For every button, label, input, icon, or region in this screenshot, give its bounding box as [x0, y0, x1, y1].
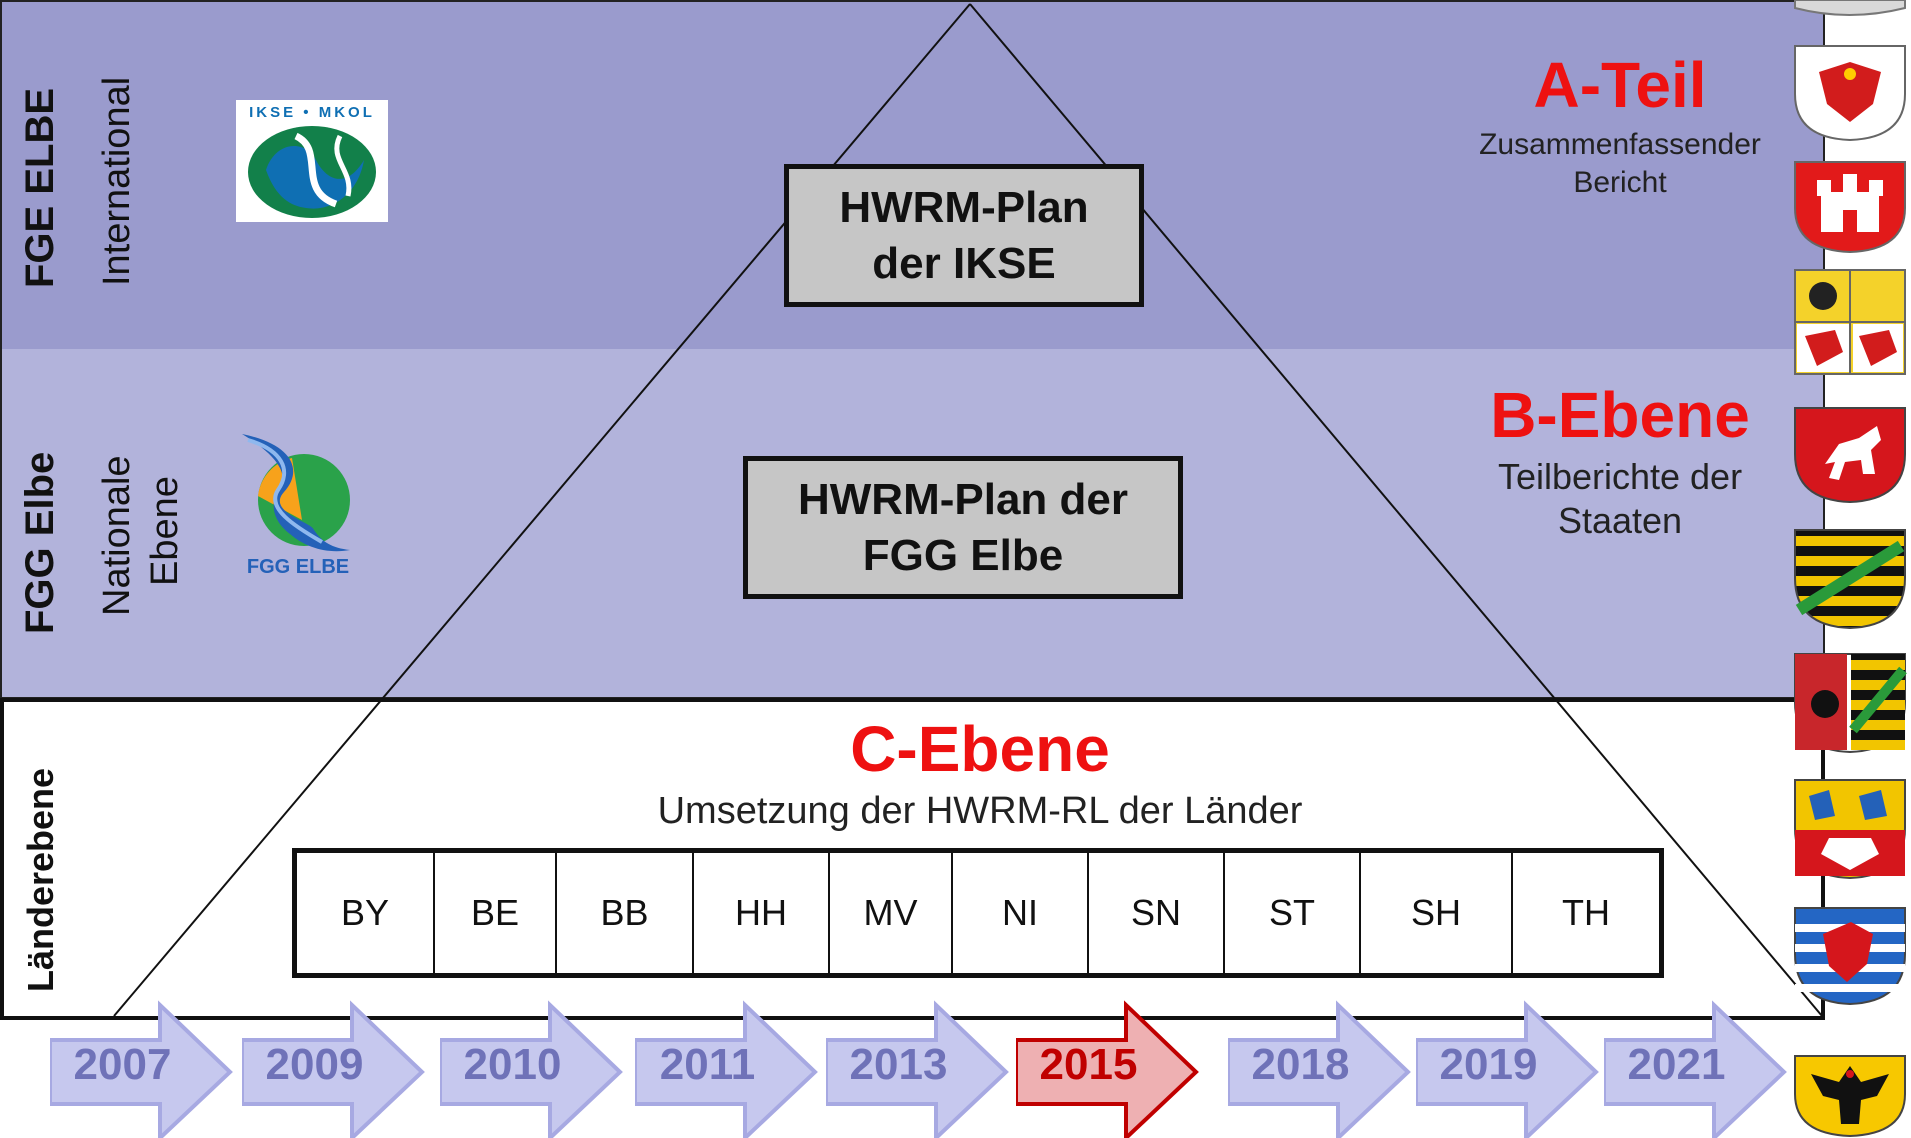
- timeline-year: 2018: [1251, 1040, 1350, 1089]
- timeline-arrow: 2021: [1604, 1000, 1789, 1138]
- fgg-logo: FGG ELBE: [232, 430, 364, 580]
- timeline-year: 2021: [1627, 1040, 1726, 1089]
- level-b-vertical-subtitle-2: Ebene: [144, 476, 186, 586]
- germany-eagle-crest-icon: [1789, 1052, 1911, 1138]
- crest-partial-top: [1789, 0, 1911, 22]
- timeline-arrow: 2013: [826, 1000, 1011, 1138]
- timeline-year: 2011: [659, 1040, 756, 1089]
- timeline-year: 2007: [73, 1040, 172, 1089]
- timeline-arrow: 2007: [50, 1000, 235, 1138]
- state-cell: NI: [953, 853, 1089, 973]
- level-c-subtitle: Umsetzung der HWRM-RL der Länder: [657, 790, 1303, 832]
- timeline-arrow: 2015: [1016, 1000, 1201, 1138]
- level-b-subtitle-1: Teilberichte der: [1497, 456, 1743, 497]
- level-a-vertical-subtitle: International: [96, 76, 138, 286]
- mecklenburg-vorpommern-crest-icon: [1789, 266, 1911, 378]
- thueringen-lion-crest-icon: [1789, 904, 1911, 1006]
- state-cell: TH: [1562, 892, 1610, 933]
- timeline-arrow: 2018: [1228, 1000, 1413, 1138]
- state-cell: SH: [1361, 853, 1513, 973]
- state-cell: BY: [297, 853, 435, 973]
- level-a-title: A-Teil: [1533, 49, 1707, 121]
- state-cell: HH: [694, 853, 830, 973]
- timeline-year: 2010: [463, 1040, 562, 1089]
- state-cell: SN: [1089, 853, 1225, 973]
- ikse-plan-line-2: der IKSE: [872, 238, 1056, 288]
- state-cell: BB: [557, 853, 694, 973]
- fgg-plan-line-2: FGG Elbe: [862, 530, 1064, 580]
- state-cell: MV: [830, 853, 953, 973]
- states-table: BY BE BB HH MV NI SN ST SH TH: [292, 848, 1664, 978]
- level-c-vertical-title: Länderebene: [20, 767, 61, 992]
- fgg-logo-text: FGG ELBE: [246, 556, 350, 578]
- sachsen-crest-icon: [1789, 526, 1911, 630]
- sachsen-anhalt-crest-icon: [1789, 650, 1911, 754]
- timeline-year: 2019: [1439, 1040, 1538, 1089]
- state-cell: ST: [1225, 853, 1361, 973]
- timeline-year: 2013: [849, 1040, 948, 1089]
- timeline-year: 2015: [1039, 1040, 1138, 1089]
- hamburg-castle-crest-icon: [1789, 158, 1911, 254]
- brandenburg-eagle-crest-icon: [1789, 42, 1911, 142]
- timeline-arrow: 2010: [440, 1000, 625, 1138]
- level-b-subtitle-2: Staaten: [1557, 500, 1683, 541]
- timeline-arrow: 2011: [635, 1000, 820, 1138]
- ikse-logo: IKSE • MKOL: [236, 100, 388, 222]
- level-b-vertical-subtitle-1: Nationale: [96, 455, 138, 616]
- state-cell: BE: [435, 853, 557, 973]
- fgg-plan-box: HWRM-Plan der FGG Elbe: [743, 456, 1183, 599]
- ikse-plan-box: HWRM-Plan der IKSE: [784, 164, 1144, 307]
- ikse-logo-text: IKSE • MKOL: [249, 104, 375, 121]
- niedersachsen-horse-crest-icon: [1789, 404, 1911, 504]
- timeline-year: 2009: [265, 1040, 364, 1089]
- schleswig-holstein-crest-icon: [1789, 776, 1911, 880]
- level-c-title: C-Ebene: [850, 713, 1110, 785]
- level-b-title: B-Ebene: [1490, 379, 1750, 451]
- level-b-vertical-title: FGG Elbe: [18, 451, 62, 634]
- level-a-subtitle-2: Bericht: [1573, 166, 1667, 199]
- fgg-plan-line-1: HWRM-Plan der: [798, 474, 1128, 524]
- timeline-arrow: 2009: [242, 1000, 427, 1138]
- level-a-subtitle-1: Zusammenfassender: [1479, 128, 1761, 161]
- ikse-plan-line-1: HWRM-Plan: [839, 182, 1089, 232]
- level-a-vertical-title: FGE ELBE: [18, 87, 62, 288]
- timeline-arrow: 2019: [1416, 1000, 1601, 1138]
